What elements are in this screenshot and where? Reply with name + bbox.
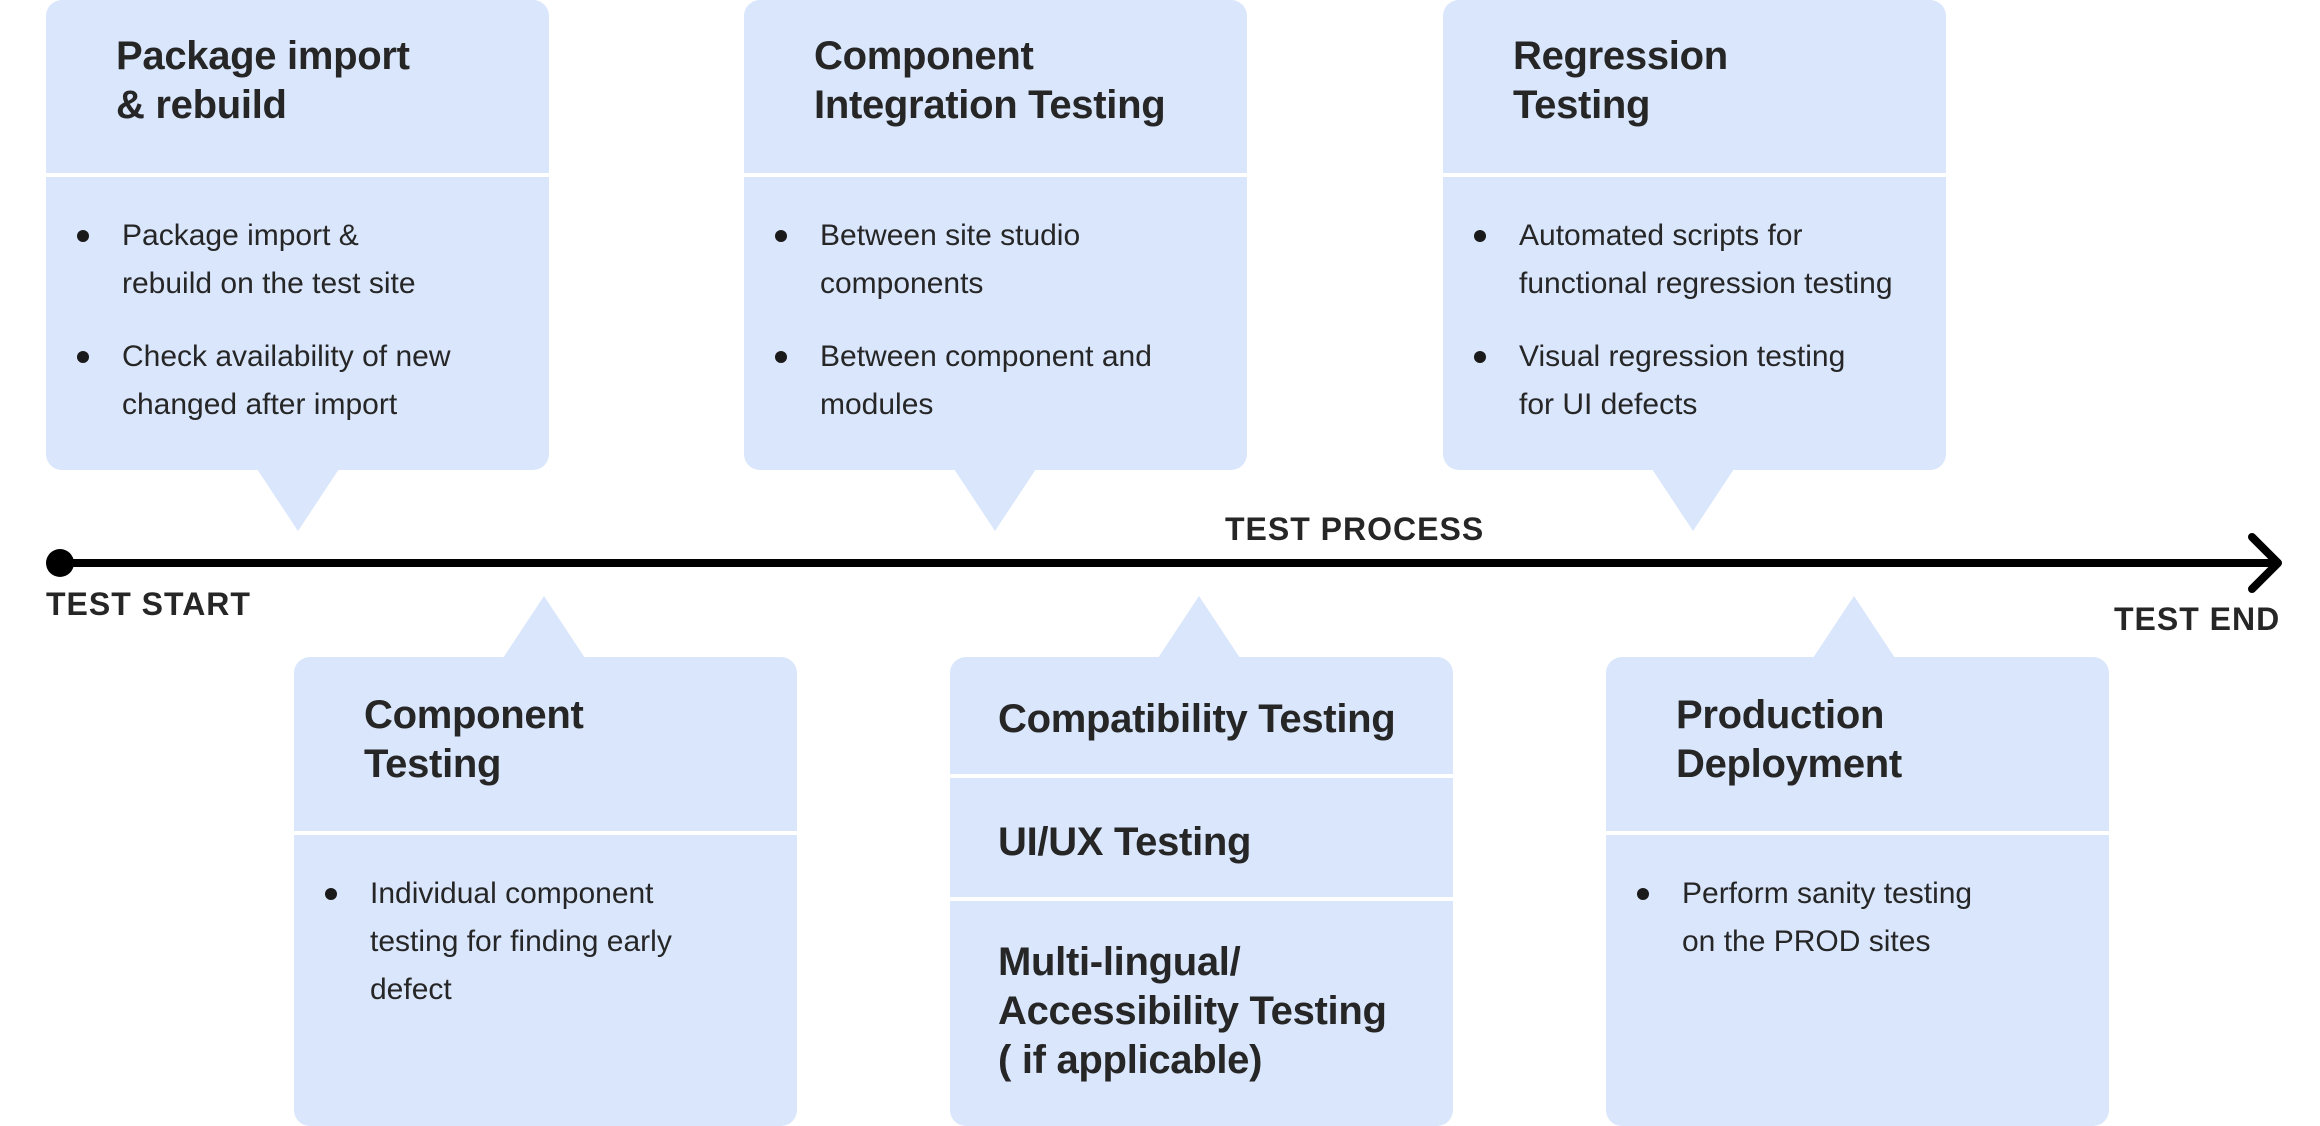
card-regression-testing: Regression Testing Automated scripts for… bbox=[1443, 0, 1946, 470]
list-item: Perform sanity testing on the PROD sites bbox=[1606, 870, 2109, 966]
card-pointer bbox=[257, 469, 339, 531]
card-component-testing: Component Testing Individual component t… bbox=[294, 657, 797, 1126]
list-item: Between site studio components bbox=[744, 212, 1247, 308]
section-compatibility-testing: Compatibility Testing bbox=[998, 697, 1396, 741]
test-start-label: TEST START bbox=[46, 586, 251, 622]
bullet-list: Automated scripts for functional regress… bbox=[1443, 212, 1946, 454]
card-divider bbox=[46, 173, 549, 177]
card-divider bbox=[1606, 831, 2109, 835]
test-process-label: TEST PROCESS bbox=[1225, 511, 1485, 547]
bullet-list: Individual component testing for finding… bbox=[294, 870, 797, 1039]
card-title: Package import & rebuild bbox=[116, 34, 410, 127]
list-item: Check availability of new changed after … bbox=[46, 333, 549, 429]
list-item: Individual component testing for finding… bbox=[294, 870, 797, 1014]
bullet-list: Perform sanity testing on the PROD sites bbox=[1606, 870, 2109, 991]
card-pointer bbox=[503, 596, 585, 658]
list-item: Automated scripts for functional regress… bbox=[1443, 212, 1946, 308]
bullet-list: Between site studio components Between c… bbox=[744, 212, 1247, 454]
card-divider bbox=[950, 897, 1453, 901]
card-pointer bbox=[1813, 596, 1895, 658]
section-ui-ux-testing: UI/UX Testing bbox=[998, 820, 1252, 864]
card-pointer bbox=[1158, 596, 1240, 658]
card-component-integration-testing: Component Integration Testing Between si… bbox=[744, 0, 1247, 470]
list-item: Package import & rebuild on the test sit… bbox=[46, 212, 549, 308]
list-item: Between component and modules bbox=[744, 333, 1247, 429]
card-pointer bbox=[1652, 469, 1734, 531]
card-divider bbox=[744, 173, 1247, 177]
card-title: Production Deployment bbox=[1676, 693, 1902, 786]
test-end-label: TEST END bbox=[2114, 601, 2281, 637]
bullet-list: Package import & rebuild on the test sit… bbox=[46, 212, 549, 454]
card-compatibility-testing: Compatibility Testing UI/UX Testing Mult… bbox=[950, 657, 1453, 1126]
card-divider bbox=[294, 831, 797, 835]
timeline-arrowhead bbox=[2248, 533, 2282, 593]
card-title: Component Testing bbox=[364, 693, 584, 786]
card-production-deployment: Production Deployment Perform sanity tes… bbox=[1606, 657, 2109, 1126]
card-divider bbox=[950, 774, 1453, 778]
section-accessibility-testing: Multi-lingual/ Accessibility Testing ( i… bbox=[998, 940, 1387, 1082]
card-divider bbox=[1443, 173, 1946, 177]
card-title: Regression Testing bbox=[1513, 34, 1728, 127]
card-package-import: Package import & rebuild Package import … bbox=[46, 0, 549, 470]
card-title: Component Integration Testing bbox=[814, 34, 1166, 127]
card-pointer bbox=[954, 469, 1036, 531]
list-item: Visual regression testing for UI defects bbox=[1443, 333, 1946, 429]
